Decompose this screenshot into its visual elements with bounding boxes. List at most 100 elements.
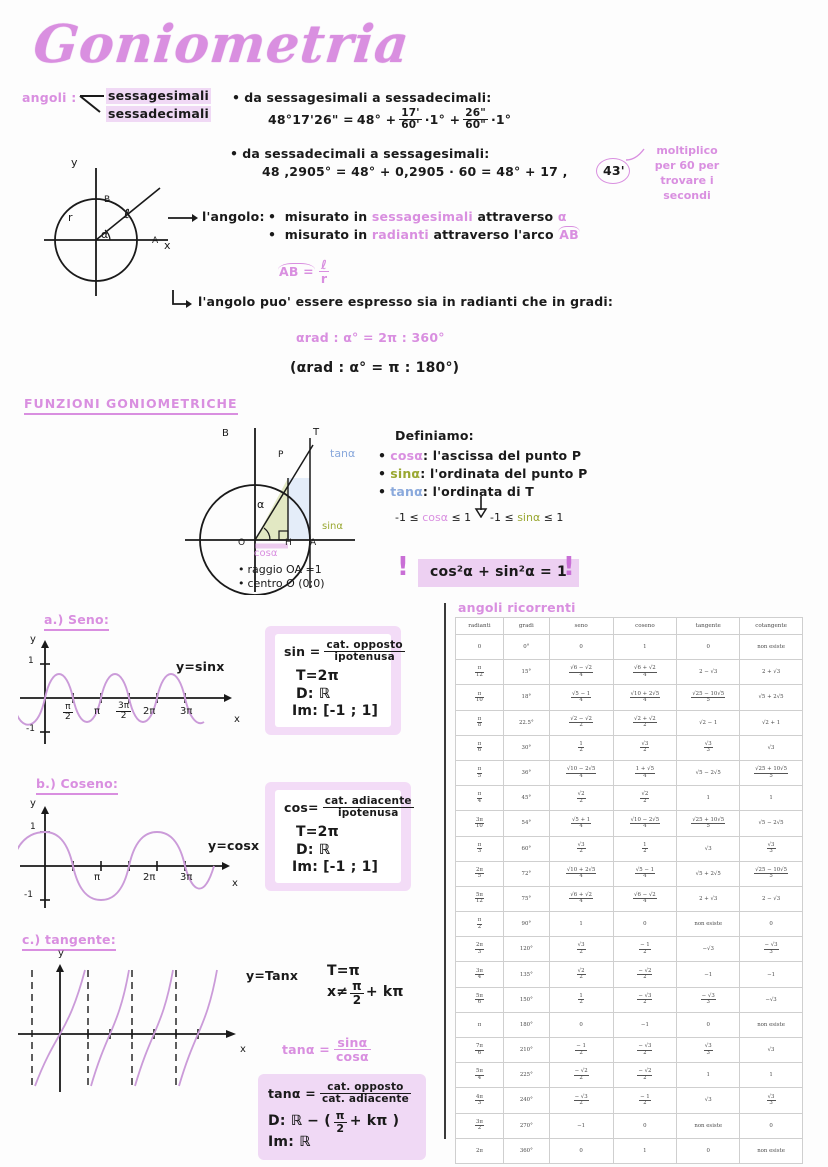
cell-deg: 30°	[502, 734, 550, 761]
cosine-graph	[18, 806, 230, 908]
angoli-type-sessadecimali: sessadecimali	[106, 106, 211, 122]
coseno-formula-card: cos= cat. adiacente ipotenusa T=2π D: ℝ …	[265, 782, 414, 891]
cell-tan: 2 + √3	[676, 885, 741, 913]
circle2-point-t-label: T	[313, 427, 320, 438]
conversion-1-title: •da sessagesimali a sessadecimali:	[232, 90, 492, 105]
cell-tan: √3	[676, 835, 741, 862]
coseno-axis-x-label: x	[232, 878, 238, 889]
coseno-tick-2: 3π	[180, 872, 193, 883]
cell-rad: 2π	[455, 1137, 504, 1164]
cell-tan: −1	[676, 961, 741, 988]
angoli-label: angoli :	[22, 90, 77, 105]
seno-fraction: cat. opposto ipotenusa	[324, 639, 405, 664]
cell-tan: √5 + 2√5	[676, 860, 741, 887]
cell-sin: 0	[548, 1137, 614, 1164]
cell-deg: 240°	[502, 1087, 550, 1114]
tangente-period: T=π	[327, 963, 360, 979]
circle2-cos-label: cosα	[254, 548, 278, 559]
cell-deg: 360°	[502, 1137, 550, 1164]
cell-tan: 0	[676, 1011, 741, 1039]
cell-cot: 2 + √3	[739, 659, 803, 686]
seno-tick-4: 3π	[180, 706, 193, 717]
sine-graph	[18, 640, 232, 744]
arrow-down-icon	[474, 496, 488, 518]
circled-value-ring	[596, 158, 630, 184]
seno-tick-3: 2π	[143, 706, 156, 717]
cell-cot: 1	[739, 785, 803, 812]
cell-cot: non esiste	[739, 633, 803, 661]
cell-cot: 0	[739, 911, 803, 938]
cell-deg: 36°	[502, 759, 550, 787]
coseno-image: Im: [-1 ; 1]	[292, 859, 379, 876]
circle1-point-a-label: A	[152, 236, 159, 246]
cell-deg: 120°	[502, 936, 550, 963]
cell-cos: 1	[612, 1137, 678, 1164]
table-caption: angoli ricorrenti	[458, 600, 576, 615]
table-header-row: radianti gradi seno coseno tangente cota…	[455, 617, 803, 635]
cell-cot: non esiste	[739, 1011, 803, 1039]
coseno-y-bottom-label: -1	[24, 890, 33, 900]
conversion-2-circled-value: 43'	[603, 163, 625, 178]
cell-cot: −1	[739, 961, 803, 988]
cell-cot: −√3	[739, 986, 803, 1013]
cell-tan: 1	[676, 1062, 741, 1089]
th-coseno: coseno	[612, 617, 678, 635]
definition-cos: •cosα: l'ascissa del punto P	[378, 448, 582, 463]
tangente-domain: D: ℝ − ( π 2 + kπ )	[268, 1109, 400, 1135]
coseno-curve-label: y=cosx	[208, 838, 260, 853]
cell-sin: 1	[548, 911, 614, 938]
cell-cos: −1	[612, 1011, 678, 1039]
cell-deg: 150°	[502, 986, 550, 1013]
cell-deg: 54°	[502, 810, 550, 837]
definition-tan: •tanα: l'ordinata di T	[378, 484, 534, 499]
fraction-17-60: 17' 60'	[399, 107, 422, 132]
definition-sin: •sinα: l'ordinata del punto P	[378, 466, 588, 481]
circle2-alpha-label: α	[257, 498, 265, 511]
cell-deg: 270°	[502, 1112, 550, 1139]
cell-tan: 0	[676, 1137, 741, 1164]
cell-sin: 0	[548, 633, 614, 661]
seno-curve-label: y=sinx	[176, 659, 225, 674]
circle2-point-h-label: H	[285, 538, 292, 548]
unit-circle-diagram-1	[44, 168, 168, 296]
circle1-alpha-label: α	[101, 228, 109, 241]
cell-rad: π	[455, 1011, 504, 1039]
circle2-point-p-label: P	[278, 450, 284, 460]
seno-y-bottom-label: -1	[26, 724, 35, 734]
fraction-26-60: 26" 60"	[463, 107, 488, 132]
inequality-cos: -1 ≤ cosα ≤ 1	[395, 511, 472, 524]
circle1-arc-label: ℓ	[124, 206, 131, 221]
tangente-curve-label: y=Tanx	[246, 968, 299, 983]
proportion-1: αrad : α° = 2π : 360°	[296, 330, 445, 345]
